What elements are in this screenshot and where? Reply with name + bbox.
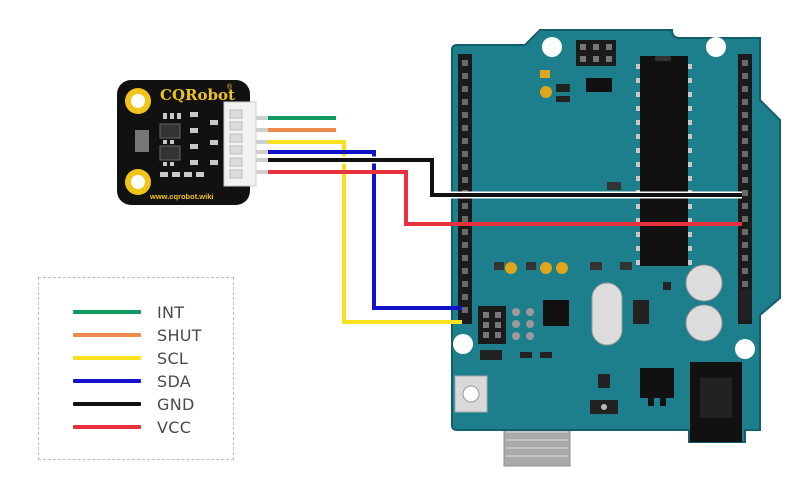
wire-gnd [268,158,742,197]
status-led [505,262,517,274]
legend-item-scl: SCL [73,347,188,369]
legend-label-scl: SCL [157,348,189,368]
wire-terminal-scl [256,140,268,144]
wire-legend: INT SHUT SCL SDA GND VCC [38,277,234,460]
capacitor [685,264,723,302]
legend-label-vcc: VCC [157,417,192,437]
led [540,86,552,98]
microcontroller-board [451,29,781,467]
sensor-module: CQRobot ® www.cqrobot.wiki [117,80,257,205]
header-left [458,54,472,324]
legend-swatch-scl [73,356,141,360]
wire-terminal-int [256,116,268,120]
module-pcb [117,80,250,205]
main-chip [640,56,688,266]
legend-swatch-sda [73,379,141,383]
legend-item-int: INT [73,301,184,323]
legend-swatch-vcc [73,425,141,429]
board-mount-hole [453,334,473,354]
icsp-header-bottom [478,306,506,344]
legend-item-vcc: VCC [73,416,191,438]
legend-label-sda: SDA [157,371,192,391]
status-led [556,262,568,274]
wire-vcc [268,170,742,226]
regulator-chip [586,78,612,92]
legend-swatch-gnd [73,402,141,406]
module-registered-mark: ® [227,83,233,91]
wire-scl [268,140,462,324]
board-mount-hole [706,37,726,57]
legend-item-shut: SHUT [73,324,202,346]
wires [268,116,742,324]
wire-terminal-shut [256,128,268,132]
reset-button-cap[interactable] [462,385,480,403]
module-url: www.cqrobot.wiki [149,192,213,201]
board-mount-hole [542,37,562,57]
board-mount-hole [735,339,755,359]
header-right [738,54,752,324]
legend-item-sda: SDA [73,370,191,392]
wire-terminal-sda [256,150,268,154]
sensor-chip [135,130,149,152]
voltage-regulator [640,368,674,398]
crystal [591,282,623,346]
legend-label-gnd: GND [157,394,195,414]
legend-label-shut: SHUT [157,325,202,345]
status-led [540,262,552,274]
wire-terminal-gnd [256,158,268,162]
wire-terminal-vcc [256,170,268,174]
wire-sda [268,150,462,310]
legend-swatch-int [73,310,141,314]
legend-swatch-shut [73,333,141,337]
module-brand: CQRobot [160,86,235,104]
legend-item-gnd: GND [73,393,195,415]
icsp-header-top [576,40,616,66]
usb-chip [543,300,569,326]
legend-label-int: INT [157,302,185,322]
capacitor [685,304,723,342]
